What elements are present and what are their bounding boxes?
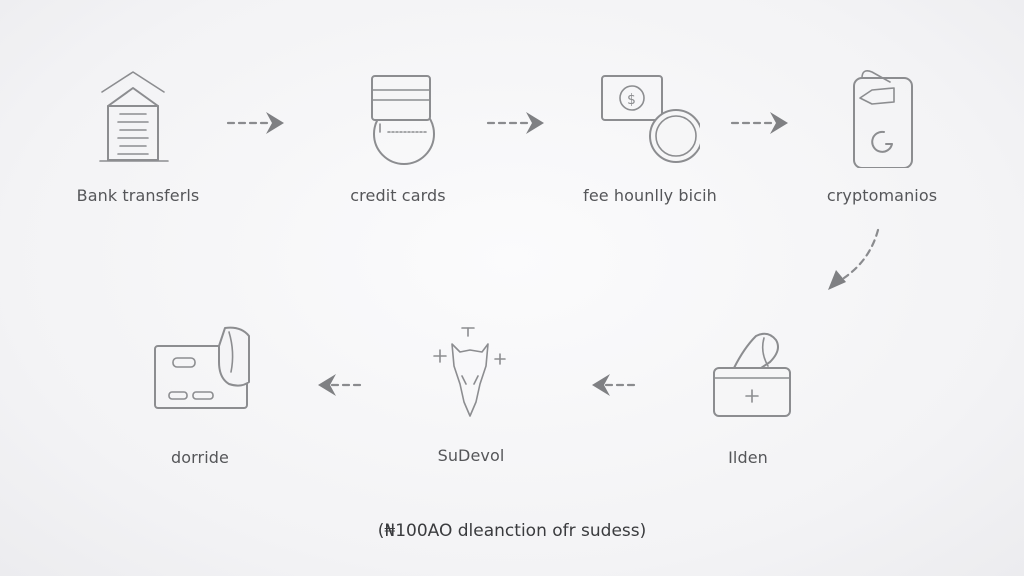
step-label: Bank transferls	[76, 186, 200, 205]
crypto-wallet-icon	[853, 70, 913, 168]
arrow-left-2	[318, 374, 362, 396]
card-holder-icon	[154, 326, 250, 409]
step-label: cryptomanios	[826, 186, 938, 205]
bank-icon	[99, 71, 169, 162]
cash-coin-icon: $	[601, 75, 700, 163]
step-label: Ilden	[728, 448, 768, 467]
step-credit-cards: credit cards	[298, 68, 498, 205]
step-bank-transfers: Bank transferls	[38, 68, 238, 205]
step-label: dorride	[171, 448, 229, 467]
arrow-down-left	[828, 228, 880, 290]
step-ilden: Ilden	[648, 322, 848, 467]
wallet-icon	[713, 332, 791, 417]
step-label: credit cards	[350, 186, 446, 205]
step-cryptomanios: cryptomanios	[782, 68, 982, 205]
step-dorride: dorride	[100, 322, 300, 467]
arrow-left-1	[592, 374, 636, 396]
step-label: SuDevol	[437, 446, 505, 465]
step-sudevol: SuDevol	[371, 322, 571, 465]
svg-text:$: $	[627, 92, 636, 108]
arrow-right-1	[226, 112, 284, 134]
arrow-right-2	[486, 112, 544, 134]
step-fee: $ fee hounlly bicih	[550, 68, 750, 205]
step-label: fee hounlly bicih	[583, 186, 717, 205]
footnote: (₦100AO dleanction ofr sudess)	[377, 521, 647, 541]
creature-icon	[433, 327, 506, 417]
credit-card-icon	[371, 75, 435, 165]
arrow-right-3	[730, 112, 788, 134]
